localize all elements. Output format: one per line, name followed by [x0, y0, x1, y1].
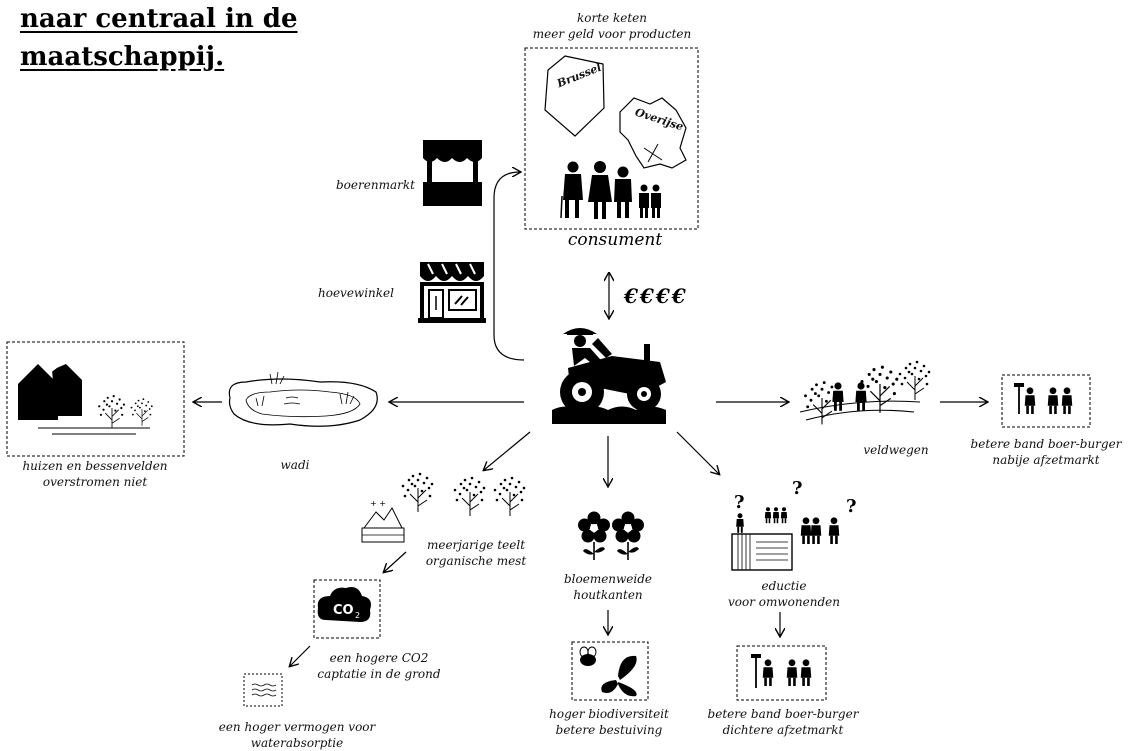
bond-nabije-caption: betere band boer-burger nabije afzetmark… — [970, 437, 1122, 467]
title-line-2: maatschappij. — [20, 42, 225, 72]
education-caption: eductie voor omwonenden — [728, 579, 840, 609]
market-stall-icon — [423, 140, 482, 206]
money-label: €€€€ — [624, 284, 688, 308]
consumer-box — [524, 47, 699, 230]
page-title: naar centraal in de maatschappij. — [20, 0, 298, 76]
perennial-caption: meerjarige teelt organische mest — [425, 538, 527, 568]
flowers-icon — [577, 510, 645, 561]
houses-caption: huizen en bessenvelden overstromen niet — [22, 459, 168, 489]
svg-text:CO: CO — [333, 603, 354, 618]
svg-text:?: ? — [846, 496, 857, 517]
people-icon — [751, 654, 812, 688]
water-icon — [251, 683, 277, 697]
farm-shop-icon — [418, 262, 486, 323]
bond-dichtere-caption: betere band boer-burger dichtere afzetma… — [707, 707, 859, 737]
pond-icon — [228, 371, 378, 427]
fruit-trees-icon — [799, 360, 931, 425]
wadi-label: wadi — [280, 458, 310, 472]
title-line-1: naar centraal in de — [20, 4, 298, 34]
overijse-region-icon — [619, 97, 687, 169]
co2-cloud-icon: CO 2 — [317, 587, 371, 622]
signboard-icon — [731, 533, 793, 571]
market-label: boerenmarkt — [336, 178, 415, 192]
biodiversity-caption: hoger biodiversiteit betere bestuiving — [549, 707, 669, 737]
shop-label: hoevewinkel — [318, 286, 394, 300]
family-icon — [560, 161, 661, 219]
compost-bin-icon: + + — [361, 499, 405, 543]
svg-text:?: ? — [792, 478, 803, 499]
water-caption: een hoger vermogen voor waterabsorptie — [218, 720, 376, 750]
consumer-caption: korte keten meer geld voor producten — [532, 11, 692, 41]
people-icon — [1014, 383, 1073, 414]
brussel-region-icon — [544, 55, 605, 137]
svg-text:2: 2 — [355, 611, 360, 620]
fruit-trees-icon — [401, 472, 526, 517]
houses-icon — [18, 358, 154, 435]
consumer-label: consument — [567, 230, 663, 250]
people-icon: ? ? ? — [734, 478, 857, 544]
co2-caption: een hogere CO2 captatie in de grond — [317, 651, 441, 681]
paths-label: veldwegen — [863, 443, 929, 457]
svg-text:?: ? — [734, 492, 745, 513]
walkers-icon — [832, 382, 867, 411]
bee-icon — [579, 646, 597, 666]
flowers-caption: bloemenweide houtkanten — [563, 572, 653, 602]
svg-text:+ +: + + — [370, 499, 386, 508]
butterfly-icon — [601, 655, 637, 697]
farmer-on-tractor-icon — [552, 328, 666, 424]
